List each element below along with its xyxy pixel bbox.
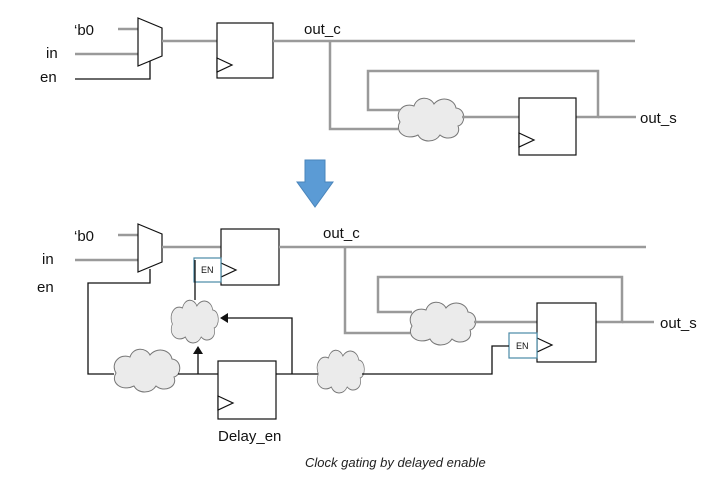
top-en-wire: [75, 61, 151, 80]
down-arrow-icon: [296, 159, 334, 208]
bottom-out-s-label: out_s: [660, 315, 697, 332]
bottom-logic-cloud-c: [409, 301, 477, 346]
top-en-label: en: [40, 69, 57, 86]
bottom-branch-wire: [343, 247, 410, 335]
bottom-en-badge-capture-label: EN: [201, 265, 214, 275]
top-circuit: ‘b0 in en out_c out_s: [40, 17, 677, 156]
top-out-c-label: out_c: [304, 21, 341, 38]
figure-caption: Clock gating by delayed enable: [305, 455, 486, 470]
bottom-logic-cloud-a: [170, 299, 219, 344]
bottom-flop-delay-en: [217, 360, 277, 420]
bottom-en-badge-sync-label: EN: [516, 341, 529, 351]
bottom-en-badge-capture: [193, 257, 222, 283]
top-feedback-wire: [366, 69, 600, 119]
bottom-in-label: in: [42, 251, 54, 268]
bottom-delay-en-label: Delay_en: [218, 428, 281, 445]
bottom-flop-delay-en-clock-icon: [217, 395, 235, 411]
bottom-b0-label: ‘b0: [74, 228, 94, 245]
bottom-delay-feedback-arrow: [220, 313, 293, 374]
top-flop-capture: [216, 22, 274, 79]
bottom-en-wire: [87, 269, 151, 375]
bottom-en-badge-sync: [508, 332, 538, 359]
bottom-logic-cloud-b: [113, 348, 181, 393]
bottom-flop-sync: [536, 302, 597, 363]
bottom-logic-cloud-d: [316, 349, 365, 394]
top-out-s-label: out_s: [640, 110, 677, 127]
bottom-out-c-label: out_c: [323, 225, 360, 242]
top-flop-sync: [518, 97, 577, 156]
top-flop-sync-clock-icon: [518, 132, 536, 148]
top-mux: [137, 17, 163, 67]
top-b0-label: ‘b0: [74, 22, 94, 39]
bottom-en-label: en: [37, 279, 54, 296]
bottom-cloud-d-out-wire: [362, 345, 509, 375]
top-flop-capture-clock-icon: [216, 57, 234, 73]
top-logic-cloud: [397, 97, 465, 142]
bottom-flop-capture: [220, 228, 280, 286]
bottom-circuit: EN EN: [37, 223, 697, 445]
top-branch-wire: [328, 41, 398, 131]
bottom-mux: [137, 223, 163, 273]
top-in-label: in: [46, 45, 58, 62]
bottom-feedback-wire: [376, 275, 624, 324]
